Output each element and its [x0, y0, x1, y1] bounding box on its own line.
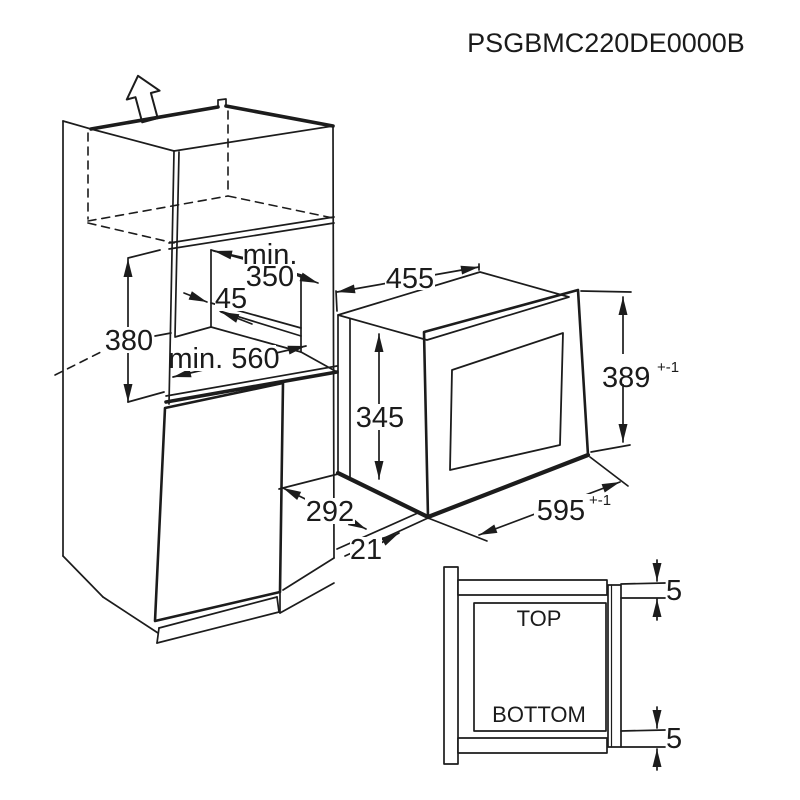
dim-front-height: 389 +-1 — [580, 290, 692, 453]
base-plinth-recess — [102, 596, 159, 634]
microwave-door-window — [449, 332, 564, 471]
section-door-edge — [607, 584, 622, 748]
section-top-label: TOP — [517, 606, 562, 631]
dim-niche-width: min. 560 — [168, 343, 307, 378]
cabinet-back-notch — [217, 98, 227, 108]
cabinet-drawing: 380 min. 350 45 min. 560 — [54, 74, 339, 644]
dim-ext — [580, 290, 632, 293]
dim-leader — [213, 250, 246, 260]
dim-niche-depth-label: 350 — [246, 261, 294, 293]
dim-niche-depth-prefix: min. — [243, 239, 298, 271]
cabinet-hidden-edge — [87, 195, 229, 222]
base-panel-bottom — [62, 555, 104, 598]
dim-label-bg — [305, 498, 355, 524]
cabinet-rim-front-left — [90, 128, 175, 152]
base-plinth-right — [276, 596, 280, 613]
dim-label-bg — [385, 264, 435, 290]
dim-leader — [292, 272, 319, 284]
dim-leader — [220, 311, 253, 325]
dim-front-height-tolerance: +-1 — [657, 359, 679, 376]
section-side-wall — [443, 566, 459, 765]
cabinet-front-left-post — [168, 150, 175, 405]
dim-ext — [589, 456, 629, 487]
dim-body-height: 345 — [355, 333, 405, 480]
dim-label-bg — [598, 354, 692, 384]
dim-front-height-label: 389 — [602, 362, 650, 394]
dim-tick — [154, 332, 172, 337]
cabinet-hidden-edge — [54, 350, 104, 376]
dim-leader — [380, 532, 400, 546]
dim-ext — [278, 473, 339, 490]
dim-body-depth: 292 — [278, 473, 367, 530]
cabinet-hidden-edge — [227, 195, 334, 219]
dim-ext — [590, 444, 631, 453]
niche-floor-left — [174, 326, 212, 338]
dim-top-width-label: 455 — [386, 263, 434, 295]
dim-niche-height-label: 380 — [105, 325, 153, 357]
microwave-door — [422, 288, 590, 519]
section-top-shelf — [457, 579, 608, 596]
dim-niche-depth: min. 350 — [213, 239, 319, 293]
dim-label-bg — [215, 286, 249, 311]
base-cabinet-door — [153, 381, 285, 623]
dim-door-offset-label: 21 — [350, 534, 382, 566]
cabinet-rim-front-right — [173, 125, 334, 152]
dim-bottom-clearance-label: 5 — [666, 723, 682, 755]
dim-top-width: 455 — [335, 263, 480, 312]
dim-rear-gap: 45 — [183, 283, 253, 325]
dim-front-width-tolerance: +-1 — [589, 492, 611, 509]
cabinet-rim-back-left — [89, 105, 220, 131]
niche-front-rim-thin — [165, 365, 338, 397]
niche-floor-right — [300, 351, 338, 373]
model-number: PSGBMC220DE0000B — [467, 28, 745, 58]
dim-rear-gap-label: 45 — [215, 283, 247, 315]
base-plinth-left — [156, 627, 160, 644]
dim-ext — [335, 290, 338, 312]
dim-leader-line — [620, 582, 666, 585]
cabinet-hidden-edge — [87, 222, 175, 244]
dim-top-clearance: 5 — [620, 559, 682, 621]
dim-leader-line — [620, 729, 666, 732]
dim-tick — [127, 391, 165, 403]
dim-front-width: 595 +-1 — [427, 456, 629, 542]
cabinet-shelf-band-2 — [168, 222, 335, 250]
dim-bottom-clearance: 5 — [620, 706, 682, 771]
section-bottom-shelf — [457, 737, 608, 754]
dim-body-height-label: 345 — [356, 402, 404, 434]
dim-label-bg — [355, 404, 405, 430]
base-plinth-bottom — [156, 611, 280, 644]
base-cabinet-side-bottom — [282, 557, 335, 591]
cabinet-right-edge — [332, 125, 335, 559]
dim-niche-height: 380 — [104, 249, 172, 403]
dim-tick — [127, 249, 161, 259]
dim-label-bg — [172, 345, 276, 371]
cabinet-front-left-post-inner — [174, 151, 180, 337]
microwave-top-face — [337, 271, 570, 341]
dim-label-bg — [534, 494, 612, 522]
dim-top-clearance-label: 5 — [666, 575, 682, 607]
dim-label-bg — [243, 243, 297, 289]
base-plinth-bottom-right — [279, 582, 335, 614]
cabinet-left-panel-top — [62, 120, 92, 130]
section-microwave-body — [473, 602, 607, 732]
section-bottom-label: BOTTOM — [492, 702, 586, 727]
dim-ext — [427, 517, 488, 542]
niche-front-rim — [164, 370, 339, 404]
dim-leader — [183, 291, 208, 303]
microwave-bottom-edge — [335, 470, 431, 520]
cabinet-shelf-band-1 — [168, 216, 335, 244]
cabinet-rim-back-right — [224, 104, 335, 128]
removal-direction-arrow-icon — [125, 74, 161, 124]
section-detail-drawing: TOP BOTTOM 5 5 — [443, 559, 682, 771]
dim-niche-width-label: min. 560 — [168, 343, 279, 375]
dim-door-offset: 21 — [336, 511, 429, 566]
dim-body-depth-label: 292 — [306, 496, 354, 528]
microwave-drawing: 455 345 389 +-1 292 — [278, 263, 692, 566]
dim-front-width-label: 595 — [537, 495, 585, 527]
dim-label-bg — [104, 327, 154, 353]
base-plinth-top — [158, 596, 278, 629]
dim-label-bg — [350, 537, 382, 562]
